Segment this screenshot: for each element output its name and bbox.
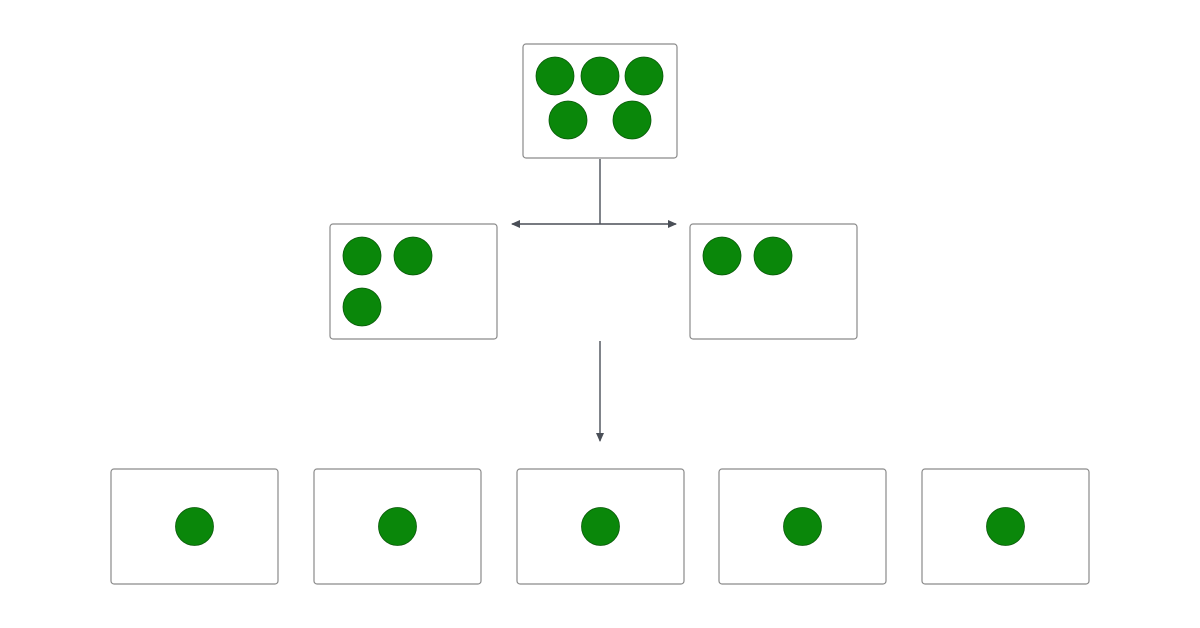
item-dot	[580, 56, 620, 96]
leaves-box-4	[718, 468, 887, 585]
item-dot	[753, 236, 793, 276]
item-dot	[342, 287, 382, 327]
item-dot	[783, 507, 822, 546]
item-dot	[378, 507, 417, 546]
item-dot	[702, 236, 742, 276]
leaves-box-1	[110, 468, 279, 585]
split-box-2	[689, 223, 858, 340]
root-box-1	[522, 43, 678, 159]
item-dot	[393, 236, 433, 276]
item-dot	[581, 507, 620, 546]
item-dot	[624, 56, 664, 96]
item-dot	[342, 236, 382, 276]
item-dot	[535, 56, 575, 96]
item-dot	[986, 507, 1025, 546]
connectors	[511, 159, 677, 442]
leaves-box-3	[516, 468, 685, 585]
leaves-box-2	[313, 468, 482, 585]
boxes	[110, 43, 1090, 585]
split-box-1	[329, 223, 498, 340]
item-dot	[548, 100, 588, 140]
item-dot	[175, 507, 214, 546]
item-dot	[612, 100, 652, 140]
leaves-box-5	[921, 468, 1090, 585]
